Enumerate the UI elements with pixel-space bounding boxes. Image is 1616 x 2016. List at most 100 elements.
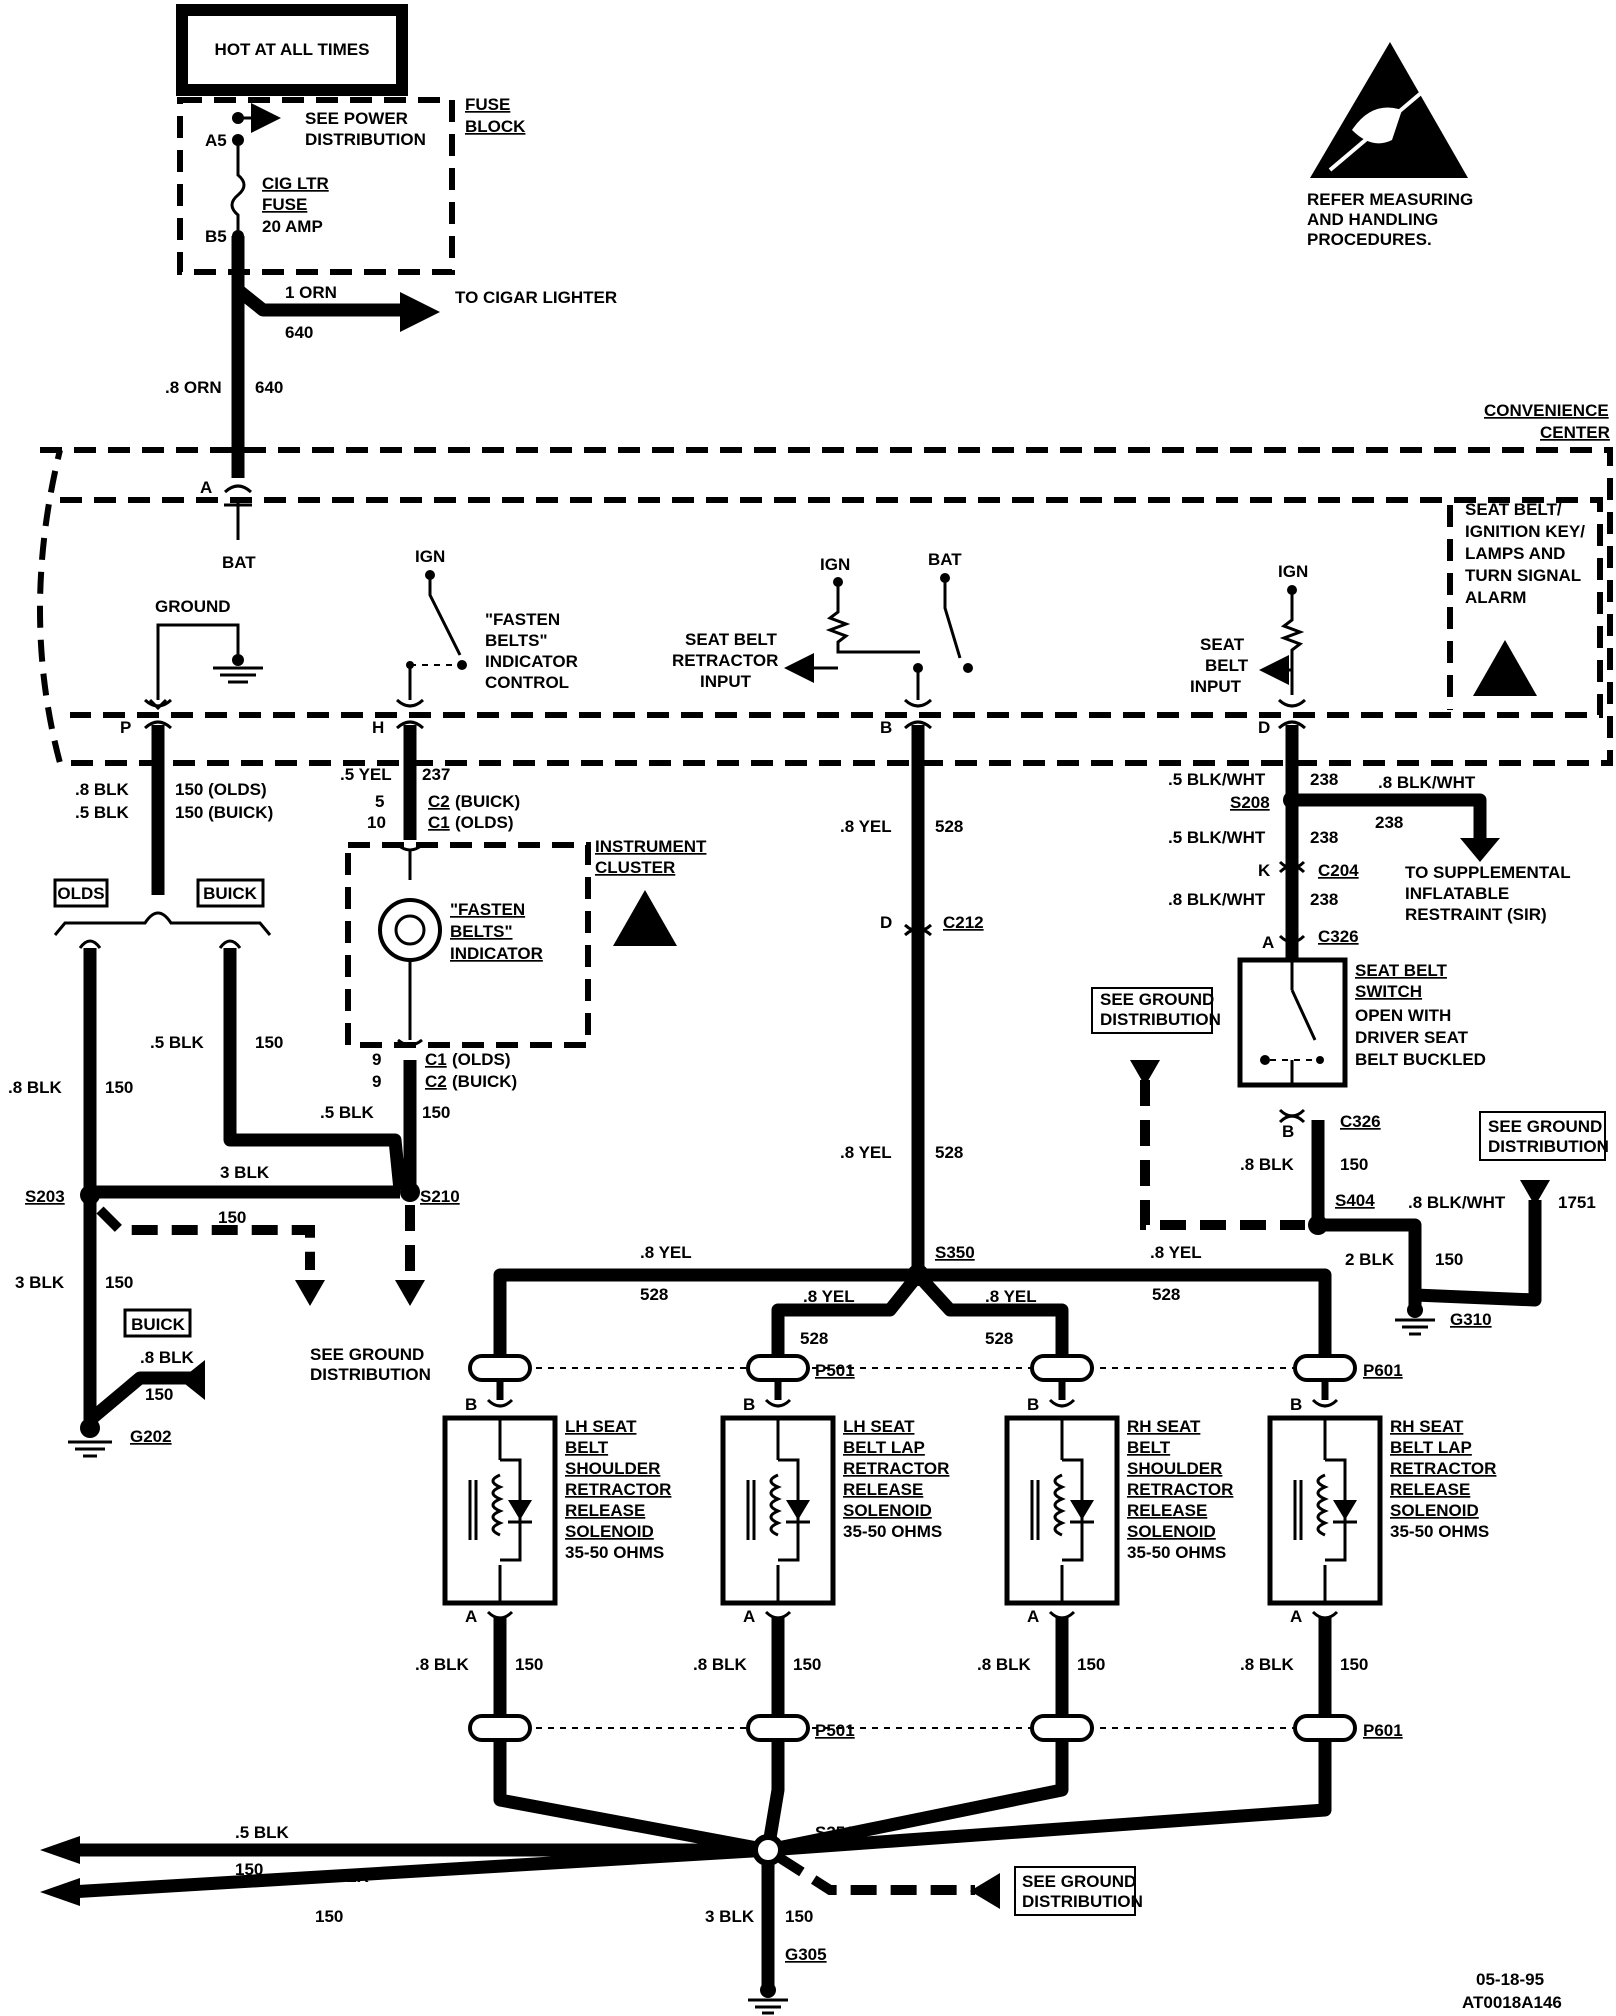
wire-640-cigar bbox=[233, 284, 403, 317]
solenoid-pin-b: B bbox=[743, 1395, 755, 1414]
ground-arrow-s404 bbox=[1130, 1060, 1160, 1086]
label-528-mid-size: .8 YEL bbox=[840, 1143, 892, 1162]
wire-150-buick bbox=[223, 948, 407, 1191]
wire-gnd-lh-shoulder bbox=[493, 1740, 770, 1857]
solenoid-name-line: RETRACTOR bbox=[843, 1459, 949, 1478]
label-cluster-below-circ: 150 bbox=[422, 1103, 450, 1122]
arrow-w2 bbox=[40, 1878, 80, 1906]
see-ground-r1-box bbox=[1091, 987, 1213, 1034]
svg-text:IGN: IGN bbox=[415, 547, 445, 566]
label-see-ground-r1a: SEE GROUND bbox=[1100, 990, 1214, 1009]
label-w1-circ: 150 bbox=[235, 1860, 263, 1879]
solenoid-name-line: RETRACTOR bbox=[1127, 1480, 1233, 1499]
label-s203-3blk: 3 BLK bbox=[220, 1163, 270, 1182]
svg-text:D: D bbox=[1258, 718, 1270, 737]
label-528-size: .8 YEL bbox=[840, 817, 892, 836]
label-s210: S210 bbox=[420, 1187, 460, 1206]
solenoid-wire-circ: 150 bbox=[793, 1655, 821, 1674]
label-buick-circ: 150 bbox=[255, 1033, 283, 1052]
svg-text:SEAT BELT/: SEAT BELT/ bbox=[1465, 500, 1562, 519]
svg-text:CLUSTER: CLUSTER bbox=[595, 858, 675, 877]
label-238-circ: 238 bbox=[1310, 770, 1338, 789]
svg-text:OPEN WITH: OPEN WITH bbox=[1355, 1006, 1451, 1025]
svg-text:BAT: BAT bbox=[222, 553, 256, 572]
solenoid-name-line: BELT LAP bbox=[1390, 1438, 1472, 1457]
solenoid-name-line: SHOULDER bbox=[565, 1459, 660, 1478]
svg-text:A: A bbox=[200, 478, 212, 497]
wire-gnd-rh-lap bbox=[767, 1740, 1332, 1857]
label-c2b: C2 bbox=[425, 1072, 447, 1091]
connector-c326-top bbox=[1278, 934, 1306, 944]
label-c1b: C1 bbox=[425, 1050, 447, 1069]
label-1751-size: .8 BLK/WHT bbox=[1408, 1193, 1506, 1212]
label-see-ground-r2b: DISTRIBUTION bbox=[1488, 1137, 1609, 1156]
svg-text:DISTRIBUTION: DISTRIBUTION bbox=[310, 1365, 431, 1384]
label-528-mid-circ: 528 bbox=[935, 1143, 963, 1162]
solenoid-wire-size: .8 BLK bbox=[415, 1655, 470, 1674]
label-p-circ2: 150 (BUICK) bbox=[175, 803, 273, 822]
solenoid-wire-circ: 150 bbox=[515, 1655, 543, 1674]
arrow-to-cigar bbox=[400, 292, 440, 332]
label-c1b-pin: 9 bbox=[372, 1050, 381, 1069]
label-buick-ground-circ: 150 bbox=[145, 1385, 173, 1404]
esd-cluster-icon bbox=[613, 890, 677, 946]
svg-text:ALARM: ALARM bbox=[1465, 588, 1526, 607]
svg-text:INSTRUMENT: INSTRUMENT bbox=[595, 837, 707, 856]
svg-text:P601: P601 bbox=[1363, 1361, 1403, 1380]
label-c1-note: (OLDS) bbox=[455, 813, 514, 832]
fasten-belts-control: IGN "FASTEN BELTS" INDICATOR CONTROL bbox=[406, 547, 578, 700]
label-g310-circ: 150 bbox=[1435, 1250, 1463, 1269]
solenoid-name-line: 35-50 OHMS bbox=[1390, 1522, 1489, 1541]
solenoid-wire-size: .8 BLK bbox=[693, 1655, 748, 1674]
instrument-cluster: INSTRUMENT CLUSTER "FASTEN BELTS" INDICA… bbox=[345, 837, 707, 1048]
dash-s203-ground bbox=[96, 1206, 315, 1270]
fuse-block: FUSE BLOCK SEE POWER DISTRIBUTION A5 B5 … bbox=[177, 95, 526, 275]
label-c326-pin: A bbox=[1262, 933, 1274, 952]
label-olds-wire: .8 BLK bbox=[8, 1078, 63, 1097]
label-code: AT0018A146 bbox=[1462, 1993, 1562, 2012]
solenoid-name-line: 35-50 OHMS bbox=[1127, 1543, 1226, 1562]
solenoid-wire-circ: 150 bbox=[1077, 1655, 1105, 1674]
solenoid-wire-circ: 150 bbox=[1340, 1655, 1368, 1674]
wire-528-rm bbox=[913, 1270, 1069, 1360]
svg-text:INPUT: INPUT bbox=[1190, 677, 1242, 696]
solenoid-pin-b: B bbox=[1290, 1395, 1302, 1414]
svg-text:OLDS: OLDS bbox=[57, 884, 104, 903]
wire-528-lm bbox=[771, 1270, 924, 1360]
solenoid-name-line: SOLENOID bbox=[1390, 1501, 1479, 1520]
label-cigar-size: 1 ORN bbox=[285, 283, 337, 302]
svg-text:RETRACTOR: RETRACTOR bbox=[672, 651, 778, 670]
label-237-circ: 237 bbox=[422, 765, 450, 784]
svg-text:G310: G310 bbox=[1450, 1310, 1492, 1329]
solenoid-name-line: RH SEAT bbox=[1127, 1417, 1201, 1436]
svg-text:SEE GROUND: SEE GROUND bbox=[310, 1345, 424, 1364]
label-rm-size: .8 YEL bbox=[985, 1287, 1037, 1306]
svg-text:SEAT BELT: SEAT BELT bbox=[685, 630, 778, 649]
ground-g310: G310 bbox=[1395, 1302, 1492, 1336]
label-c2-pin: 5 bbox=[375, 792, 384, 811]
svg-text:"FASTEN: "FASTEN bbox=[485, 610, 560, 629]
label-sir-size: .8 BLK/WHT bbox=[1378, 773, 1476, 792]
solenoid-name-line: RELEASE bbox=[565, 1501, 645, 1520]
label-left-circ: 528 bbox=[640, 1285, 668, 1304]
wire-528-left bbox=[493, 1268, 918, 1360]
label-p-circ1: 150 (OLDS) bbox=[175, 780, 267, 799]
label-238-size: .5 BLK/WHT bbox=[1168, 770, 1266, 789]
svg-text:A5: A5 bbox=[205, 131, 227, 150]
label-left-size: .8 YEL bbox=[640, 1243, 692, 1262]
label-cluster-below-size: .5 BLK bbox=[320, 1103, 375, 1122]
label-g305-circ: 150 bbox=[785, 1907, 813, 1926]
label-c326b: C326 bbox=[1340, 1112, 1381, 1131]
svg-text:TURN SIGNAL: TURN SIGNAL bbox=[1465, 566, 1581, 585]
svg-text:SWITCH: SWITCH bbox=[1355, 982, 1422, 1001]
label-s208-size2: .5 BLK/WHT bbox=[1168, 828, 1266, 847]
solenoid-name-line: SOLENOID bbox=[565, 1522, 654, 1541]
label-c2-note: (BUICK) bbox=[455, 792, 520, 811]
label-s203-down-circ: 150 bbox=[105, 1273, 133, 1292]
wire-gnd-lh-lap bbox=[761, 1740, 785, 1852]
